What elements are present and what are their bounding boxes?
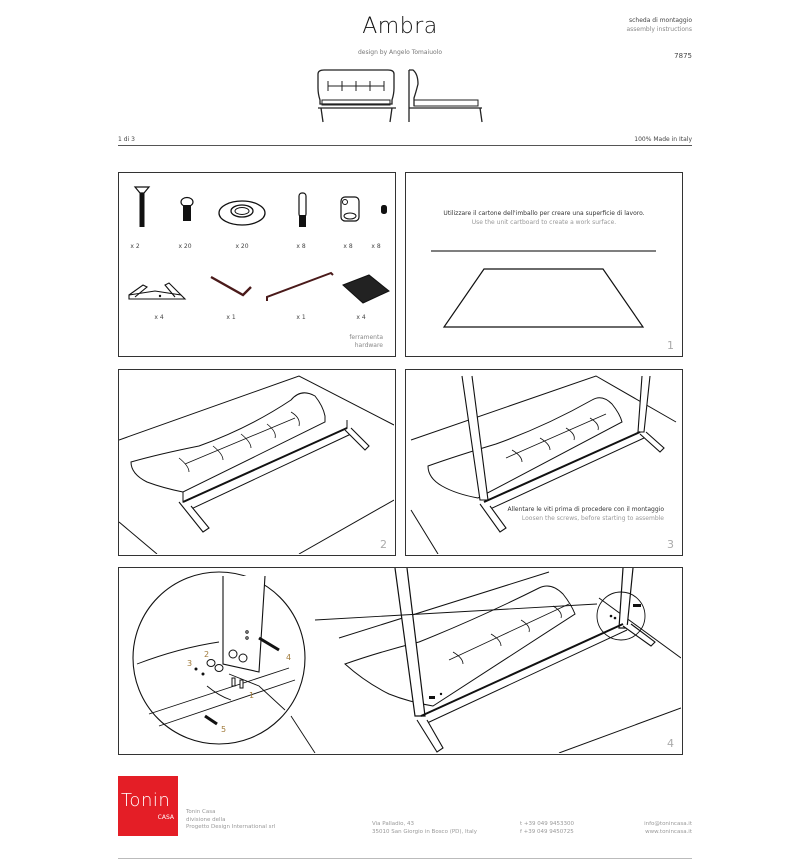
zoom-detail bbox=[136, 575, 296, 727]
step-2-diagram bbox=[119, 375, 394, 554]
step-4-number: 4 bbox=[667, 737, 674, 750]
page-number: 1 di 3 bbox=[118, 136, 135, 143]
hardware-row-1-icons bbox=[133, 186, 387, 227]
made-in-italy: 100% Made in Italy bbox=[634, 136, 692, 143]
company-address: Via Palladio, 43 35010 San Giorgio in Bo… bbox=[372, 821, 477, 836]
qty-allen-key-long: x 1 bbox=[296, 314, 306, 321]
hardware-panel: x 2 x 20 x 20 x 8 x 8 x 8 x 4 x 1 x 1 x … bbox=[118, 172, 396, 357]
callout-3: 3 bbox=[187, 659, 192, 668]
qty-washer: x 20 bbox=[235, 243, 249, 250]
tonin-casa-logo: Tonin CASA bbox=[118, 776, 178, 836]
washer-icon bbox=[218, 200, 266, 226]
company-name: Tonin Casa bbox=[186, 809, 216, 815]
website-link[interactable]: www.tonincasa.it bbox=[645, 828, 692, 835]
hardware-label-it: ferramenta bbox=[349, 334, 383, 341]
qty-allen-key-short: x 1 bbox=[226, 314, 236, 321]
step-3-number: 3 bbox=[667, 538, 674, 551]
hardware-row-2-icons bbox=[128, 271, 390, 304]
qty-grub-screw: x 8 bbox=[371, 243, 381, 250]
qty-countersunk-bolt: x 2 bbox=[130, 243, 140, 250]
footer-divider bbox=[118, 858, 692, 859]
threaded-pin-icon bbox=[298, 192, 307, 227]
company-phones: t +39 049 9453300 f +39 049 9450725 bbox=[520, 821, 574, 836]
step-3-diagram bbox=[410, 375, 677, 554]
qty-corner-bracket: x 4 bbox=[154, 314, 164, 321]
address-street: Via Palladio, 43 bbox=[372, 821, 415, 827]
qty-threaded-pin: x 8 bbox=[296, 243, 306, 250]
company-parent: Progetto Design International srl bbox=[186, 824, 276, 830]
step-1-number: 1 bbox=[667, 339, 674, 352]
document-type-it: scheda di montaggio bbox=[629, 17, 692, 24]
cam-lock-icon bbox=[340, 196, 360, 222]
button-head-bolt-icon bbox=[180, 196, 194, 221]
product-title: Ambra bbox=[362, 14, 438, 39]
product-code: 7875 bbox=[674, 52, 692, 60]
email-link[interactable]: info@tonincasa.it bbox=[644, 821, 692, 827]
grub-screw-icon bbox=[381, 205, 387, 214]
step-1-instruction: Utilizzare il cartone dell'imballo per c… bbox=[406, 209, 682, 227]
step-2-panel: 2 bbox=[118, 369, 396, 556]
allen-key-short-icon bbox=[210, 275, 252, 297]
step-3-instruction: Allentare le viti prima di procedere con… bbox=[507, 505, 664, 523]
callout-1: 1 bbox=[249, 691, 254, 700]
address-city: 35010 San Giorgio in Bosco (PD), Italy bbox=[372, 828, 477, 835]
company-division: divisione della bbox=[186, 816, 226, 823]
corner-bracket-icon bbox=[128, 282, 187, 300]
callout-5: 5 bbox=[221, 725, 226, 734]
step-4-panel: 1 2 3 4 5 4 bbox=[118, 567, 683, 755]
fax-number: f +39 049 9450725 bbox=[520, 828, 574, 835]
callout-2: 2 bbox=[204, 650, 209, 659]
company-web: info@tonincasa.it www.tonincasa.it bbox=[644, 821, 692, 836]
hardware-label: ferramenta hardware bbox=[349, 334, 383, 350]
company-info: Tonin Casa divisione della Progetto Desi… bbox=[186, 809, 275, 832]
qty-button-head-bolt: x 20 bbox=[178, 243, 192, 250]
logo-name: Tonin bbox=[121, 790, 171, 811]
qty-felt-pad: x 4 bbox=[356, 314, 366, 321]
callout-4: 4 bbox=[286, 653, 291, 662]
step-1-text-en: Use the unit cartboard to create a work … bbox=[471, 219, 617, 226]
logo-sub: CASA bbox=[157, 814, 174, 821]
qty-cam-lock: x 8 bbox=[343, 243, 353, 250]
header-divider bbox=[118, 145, 692, 146]
hardware-label-en: hardware bbox=[354, 342, 383, 349]
step-3-text-it: Allentare le viti prima di procedere con… bbox=[507, 506, 664, 513]
step-1-text-it: Utilizzare il cartone dell'imballo per c… bbox=[443, 210, 645, 217]
step-2-number: 2 bbox=[380, 538, 387, 551]
felt-pad-icon bbox=[342, 274, 390, 304]
document-type: scheda di montaggio assembly instruction… bbox=[626, 16, 692, 34]
phone-number: t +39 049 9453300 bbox=[520, 821, 575, 827]
document-type-en: assembly instructions bbox=[626, 26, 692, 33]
bed-front-view-icon bbox=[312, 68, 402, 124]
bed-side-view-icon bbox=[406, 68, 486, 124]
step-3-panel: Allentare le viti prima di procedere con… bbox=[405, 369, 683, 556]
allen-key-long-icon bbox=[266, 271, 334, 301]
designer-credit: design by Angelo Tomaiuolo bbox=[357, 49, 443, 56]
step-1-panel: Utilizzare il cartone dell'imballo per c… bbox=[405, 172, 683, 357]
countersunk-bolt-icon bbox=[133, 186, 151, 227]
step-4-diagram: 1 2 3 4 5 bbox=[132, 568, 681, 753]
step-3-text-en: Loosen the screws, before starting to as… bbox=[521, 515, 664, 522]
work-surface-diagram bbox=[431, 250, 656, 328]
